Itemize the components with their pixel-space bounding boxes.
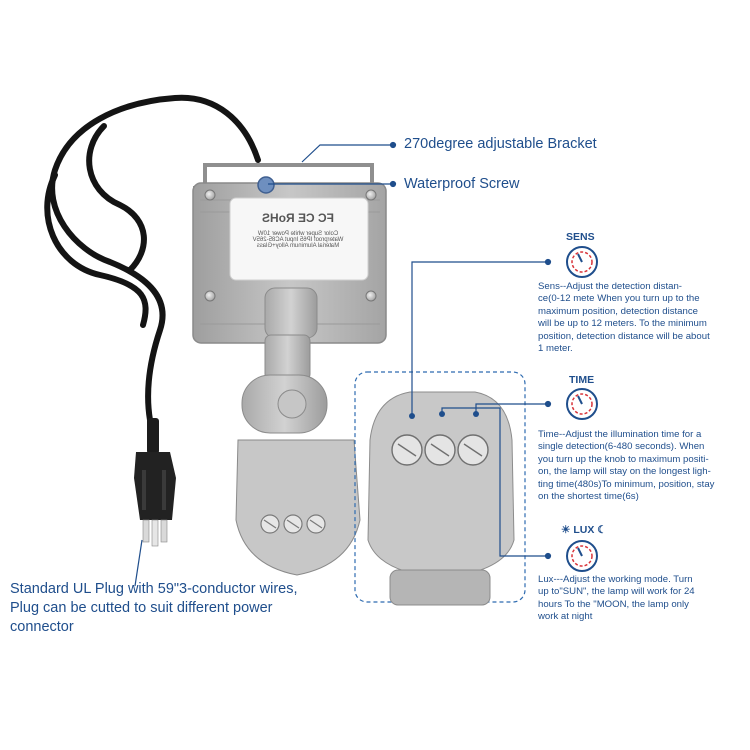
lux-desc-line: Lux---Adjust the working mode. Turn	[538, 574, 693, 585]
sensor-arm	[241, 287, 328, 434]
time-desc-line: Time--Adjust the illumination time for a	[538, 429, 702, 440]
ul-plug	[134, 418, 176, 547]
sensor-head-zoom	[354, 371, 526, 606]
lux-description: Lux---Adjust the working mode. Turn up t…	[538, 574, 748, 624]
bracket-callout: 270degree adjustable Bracket	[404, 136, 597, 152]
sens-desc-line: position, detection distance will be abo…	[538, 330, 710, 342]
lux-knob-icon	[566, 540, 598, 572]
time-description: Time--Adjust the illumination time for a…	[538, 429, 748, 503]
sens-description: Sens--Adjust the detection distan- ce(0-…	[538, 281, 748, 355]
sens-title: SENS	[566, 231, 595, 243]
sens-desc-line: will be up to 12 meters. To the minimum	[538, 318, 707, 330]
sens-desc-line: 1 meter.	[538, 343, 573, 355]
lux-desc-line: up to"SUN", the lamp will work for 24	[538, 586, 695, 598]
time-desc-line: on, the lamp will stay on the longest li…	[538, 466, 711, 478]
plug-callout-line: connector	[10, 619, 74, 635]
time-knob-icon	[566, 388, 598, 420]
plug-callout-line: Standard UL Plug with 59"3-conductor wir…	[10, 581, 298, 597]
power-cable	[44, 94, 261, 423]
time-desc-line: you turn up the knob to maximum positi-	[538, 453, 709, 465]
lux-desc-line: hours To the "MOON, the lamp only	[538, 598, 689, 610]
lux-desc-line: work at night	[538, 611, 593, 623]
sens-desc-line: ce(0-12 mete When you turn up to the	[538, 293, 700, 305]
sens-knob-icon	[566, 246, 598, 278]
sens-desc-line: Sens--Adjust the detection distan-	[538, 281, 682, 292]
sensor-head-small	[235, 439, 361, 576]
label-spec-line: Material Aluminum Alloy+Glass	[256, 243, 340, 249]
time-desc-line: single detection(6-480 seconds). When	[538, 441, 705, 453]
flood-light-housing	[192, 176, 387, 344]
time-desc-line: on the shortest time(6s)	[538, 491, 639, 503]
leader-lines	[134, 141, 552, 587]
plug-callout-line: Plug can be cutted to suit different pow…	[10, 600, 273, 616]
label-plate: FC CE RoHS Color Super white Power 10W W…	[232, 205, 364, 275]
sens-desc-line: maximum position, detection distance	[538, 305, 698, 317]
label-certification-marks: FC CE RoHS	[262, 211, 334, 225]
screw-callout: Waterproof Screw	[404, 176, 520, 192]
lux-title: ☀ LUX ☾	[561, 524, 607, 536]
time-desc-line: ting time(480s)To minimum, position, sta…	[538, 478, 715, 490]
plug-callout: Standard UL Plug with 59"3-conductor wir…	[10, 580, 340, 637]
time-title: TIME	[569, 374, 595, 386]
